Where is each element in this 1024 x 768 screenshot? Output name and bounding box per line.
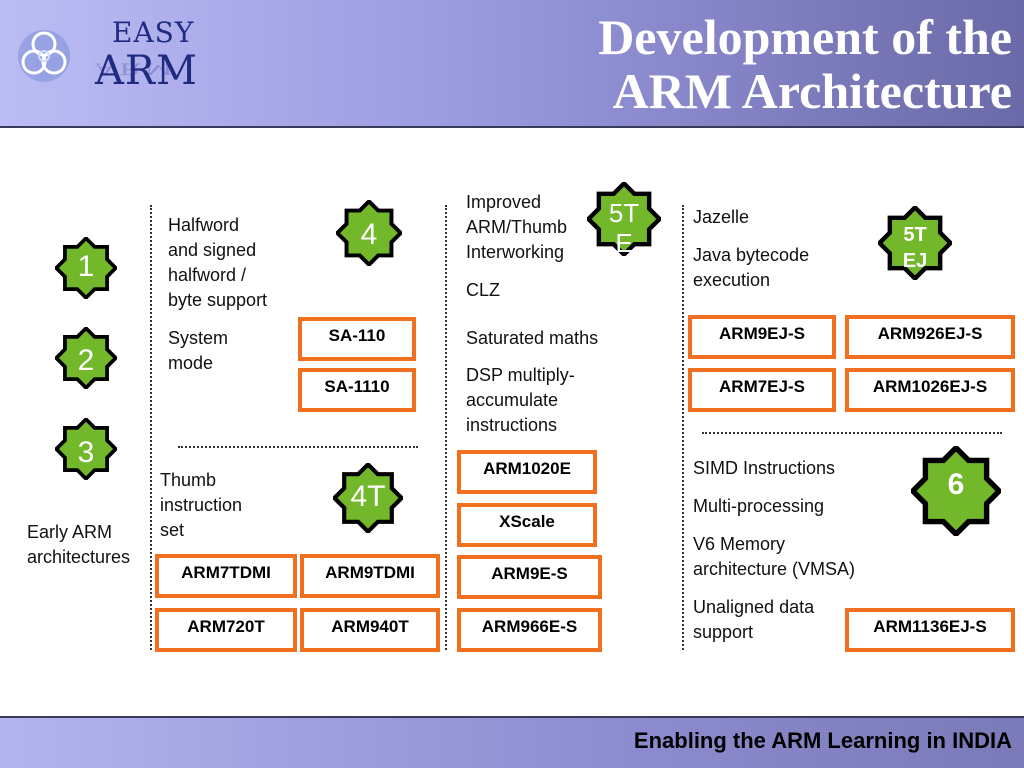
badge-5te-line-2: E [615, 228, 633, 258]
badge-1-label: 1 [77, 250, 95, 283]
badge-4-star [336, 200, 402, 266]
badge-4t-label: 4T [350, 480, 386, 513]
chip-sa-110: SA-110 [298, 317, 416, 361]
early-arm-text: Early ARM architectures [27, 520, 152, 570]
v5tej-line-2: Java bytecode [693, 245, 810, 265]
badge-5tej-line-2: EJ [902, 250, 928, 272]
chip-arm1026ej-s: ARM1026EJ-S [845, 368, 1015, 412]
chip-arm9tdmi: ARM9TDMI [300, 554, 440, 598]
chip-arm7tdmi: ARM7TDMI [155, 554, 297, 598]
v6-line-6: support [693, 622, 754, 642]
chip-arm926ej-s: ARM926EJ-S [845, 315, 1015, 359]
v4-line-5: System [168, 328, 229, 348]
v4t-features-text: Thumb instruction set [160, 468, 280, 543]
badge-5te-star [587, 182, 661, 256]
early-line-1: Early ARM [27, 522, 113, 542]
footer-text: Enabling the ARM Learning in INDIA [633, 728, 1012, 753]
v5te-line-8: instructions [466, 415, 558, 435]
badge-3-star [55, 418, 117, 480]
separator-col3 [682, 205, 684, 650]
badge-5tej-star [878, 206, 952, 280]
chip-sa-1110: SA-1110 [298, 368, 416, 412]
chip-arm9e-s: ARM9E-S [457, 555, 602, 599]
v4-line-3: halfword / [168, 265, 247, 285]
separator-v5tej-v6 [702, 432, 1002, 434]
v6-line-4: architecture (VMSA) [693, 559, 856, 579]
chip-arm1020e: ARM1020E [457, 450, 597, 494]
badge-6-label: 6 [947, 468, 965, 501]
logo-easy-text: EASY [112, 16, 195, 49]
v4t-line-3: set [160, 520, 185, 540]
badge-4-label: 4 [360, 218, 378, 251]
separator-v4-v4t [178, 446, 418, 448]
v5te-line-3: Interworking [466, 242, 565, 262]
logo-arm-reflection: ARM [95, 59, 177, 78]
badge-2-star [55, 327, 117, 389]
badge-5tej-line-1: 5T [903, 224, 927, 246]
v5tej-line-1: Jazelle [693, 207, 750, 227]
chip-arm1136ej-s: ARM1136EJ-S [845, 608, 1015, 652]
title-line-1: Development of the [598, 9, 1012, 65]
v5te-line-4: CLZ [466, 280, 501, 300]
v4-line-4: byte support [168, 290, 268, 310]
v5te-line-1: Improved [466, 192, 542, 212]
header-bar: EASY ARM ARM Development of the ARM Arch… [0, 0, 1024, 128]
title-line-2: ARM Architecture [612, 63, 1012, 119]
v4-features-text: Halfword and signed halfword / byte supp… [168, 213, 298, 376]
chip-arm966e-s: ARM966E-S [457, 608, 602, 652]
v5tej-features-text: Jazelle Java bytecode execution [693, 205, 873, 293]
footer-bar: Enabling the ARM Learning in INDIA [0, 716, 1024, 768]
chip-arm940t: ARM940T [300, 608, 440, 652]
badge-5te-line-1: 5T [608, 198, 640, 228]
v5te-line-7: accumulate [466, 390, 559, 410]
v5tej-line-3: execution [693, 270, 771, 290]
badge-3-label: 3 [77, 436, 95, 469]
v4-line-2: and signed [168, 240, 257, 260]
v5te-features-text: Improved ARM/Thumb Interworking CLZ Satu… [466, 190, 646, 438]
v6-line-5: Unaligned data [693, 597, 815, 617]
page-title: Development of the ARM Architecture [372, 10, 1012, 118]
v5te-line-5: Saturated maths [466, 328, 599, 348]
v6-line-3: V6 Memory [693, 534, 786, 554]
badge-6-star [911, 446, 1001, 536]
v4-line-6: mode [168, 353, 214, 373]
chip-arm720t: ARM720T [155, 608, 297, 652]
badge-5tej-label: 5T EJ [878, 222, 952, 274]
logo-arm-text: ARM [95, 48, 198, 94]
separator-col1 [150, 205, 152, 650]
chip-xscale: XScale [457, 503, 597, 547]
early-line-2: architectures [27, 547, 131, 567]
v5te-line-6: DSP multiply- [466, 365, 575, 385]
v6-features-text: SIMD Instructions Multi-processing V6 Me… [693, 456, 893, 645]
v4t-line-2: instruction [160, 495, 243, 515]
badge-2-label: 2 [77, 344, 95, 377]
v6-line-2: Multi-processing [693, 496, 825, 516]
v6-line-1: SIMD Instructions [693, 458, 836, 478]
v4-line-1: Halfword [168, 215, 240, 235]
v4t-line-1: Thumb [160, 470, 217, 490]
chip-arm9ej-s: ARM9EJ-S [688, 315, 836, 359]
badge-5te-label: 5T E [587, 198, 661, 258]
v5te-line-2: ARM/Thumb [466, 217, 568, 237]
easy-arm-logo-icon [18, 30, 70, 82]
badge-4t-star [333, 463, 403, 533]
badge-1-star [55, 237, 117, 299]
chip-arm7ej-s: ARM7EJ-S [688, 368, 836, 412]
separator-col2 [445, 205, 447, 650]
